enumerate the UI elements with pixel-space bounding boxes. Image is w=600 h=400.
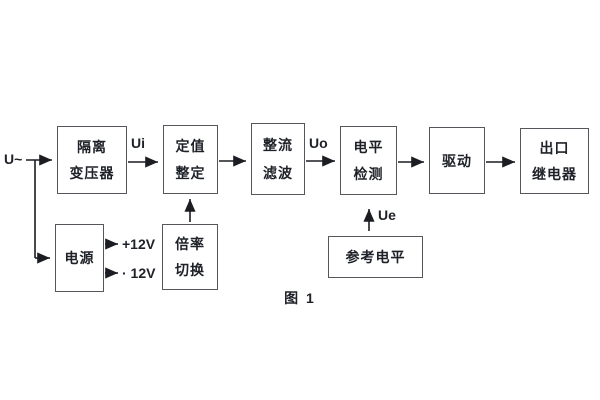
block-power-supply: 电源	[55, 224, 104, 292]
block-text: 检测	[353, 166, 384, 182]
block-text: 整定	[175, 165, 206, 181]
block-text: 继电器	[532, 166, 577, 182]
block-text: 电源	[64, 250, 95, 266]
ue-signal-label: Ue	[378, 207, 396, 223]
block-text: 定值	[175, 138, 206, 154]
block-text: 倍率	[175, 236, 205, 252]
block-text: 电平	[353, 139, 384, 155]
block-driver: 驱动	[429, 127, 485, 194]
figure-caption: 图 1	[284, 290, 316, 306]
block-rectifier-filter: 整流 滤波	[251, 123, 305, 195]
block-reference-level: 参考电平	[328, 236, 423, 278]
block-text: 变压器	[69, 165, 115, 182]
block-text: 切换	[175, 262, 205, 278]
block-text: 驱动	[442, 152, 472, 169]
block-output-relay: 出口 继电器	[520, 128, 589, 194]
block-text: 隔离	[77, 138, 107, 155]
uo-signal-label: Uo	[309, 135, 328, 151]
block-ratio-switch: 倍率 切换	[162, 224, 218, 290]
ui-signal-label: Ui	[131, 135, 145, 151]
block-text: 滤波	[263, 165, 293, 181]
block-text: 参考电平	[345, 249, 406, 265]
block-setpoint-setting: 定值 整定	[163, 125, 218, 194]
plus-12v-label: +12V	[122, 236, 156, 252]
block-text: 出口	[539, 140, 570, 156]
block-text: 整流	[263, 137, 293, 153]
block-level-detection: 电平 检测	[340, 126, 397, 195]
input-voltage-label: U~	[4, 151, 23, 167]
minus-12v-label: · 12V	[122, 265, 156, 281]
block-isolation-transformer: 隔离 变压器	[57, 126, 127, 194]
